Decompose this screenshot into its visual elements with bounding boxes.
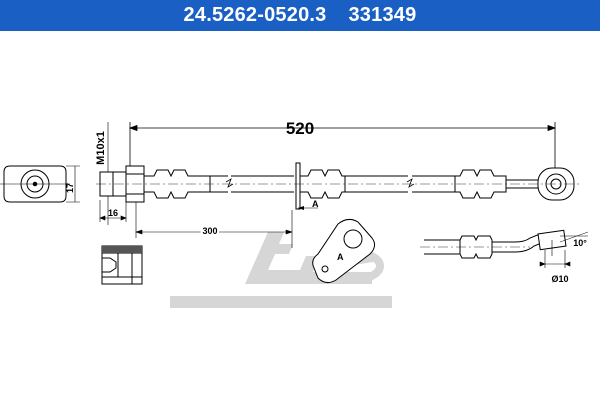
- eye-diameter-dimension-line: [539, 250, 571, 268]
- end-view-nut: [0, 165, 80, 203]
- detail-marker-a: A: [337, 252, 344, 262]
- brake-hose: [99, 162, 575, 210]
- thread-label: M10x1: [95, 131, 107, 165]
- reference-number: 331349: [348, 4, 417, 26]
- fitting-length-label: 16: [108, 208, 118, 218]
- bracket-offset-dimension-line: [135, 202, 293, 248]
- overall-length-dimension-line: [128, 122, 557, 170]
- part-number: 24.5262-0520.3: [183, 4, 327, 26]
- title-bar: 24.5262-0520.3 331349: [0, 0, 600, 31]
- angle-label: 10°: [573, 238, 587, 248]
- width-dimension: 17: [65, 183, 75, 193]
- bracket-offset-label: 300: [202, 226, 217, 236]
- fitting-length-dimension-line: [99, 200, 127, 222]
- end-angle-detail: [424, 229, 567, 259]
- section-marker-a: A: [312, 199, 319, 209]
- overall-length-label: 520: [286, 119, 314, 138]
- eye-diameter-label: Ø10: [551, 274, 568, 284]
- bracket-detail: [312, 218, 376, 284]
